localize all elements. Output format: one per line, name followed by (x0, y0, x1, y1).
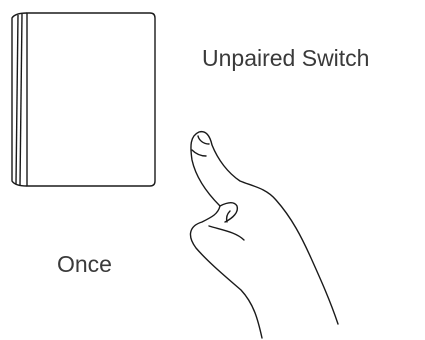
device-name-label: Unpaired Switch (202, 45, 370, 71)
press-count-label: Once (57, 251, 112, 277)
wall-switch-icon (11, 12, 156, 187)
pointing-hand-icon (189, 130, 339, 339)
